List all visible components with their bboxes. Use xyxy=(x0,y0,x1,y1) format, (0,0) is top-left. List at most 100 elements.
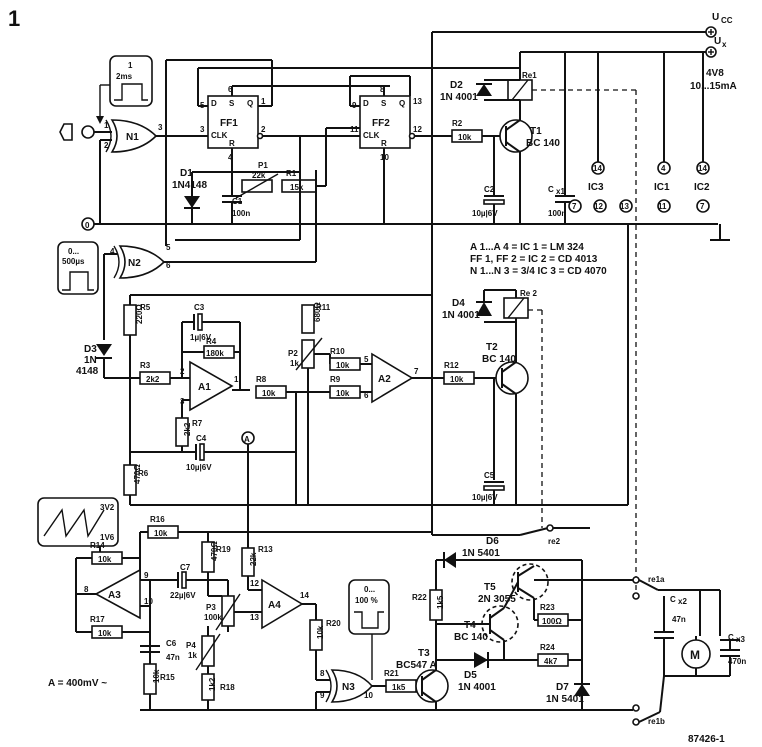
ucc-label: U xyxy=(712,12,719,23)
svg-text:C7: C7 xyxy=(180,563,191,572)
svg-text:M: M xyxy=(690,648,700,662)
diode-d5 xyxy=(474,652,488,668)
svg-text:1N4148: 1N4148 xyxy=(172,180,207,191)
svg-text:14: 14 xyxy=(698,164,707,173)
svg-text:13: 13 xyxy=(413,97,422,106)
svg-text:A: A xyxy=(244,435,250,444)
svg-text:13: 13 xyxy=(620,202,629,211)
gnd-pin-7b xyxy=(696,199,710,213)
svg-text:4: 4 xyxy=(110,247,115,256)
svg-text:x1: x1 xyxy=(556,187,565,196)
svg-text:R21: R21 xyxy=(384,669,399,678)
svg-text:R16: R16 xyxy=(150,515,165,524)
svg-text:4k7: 4k7 xyxy=(544,657,558,666)
svg-text:1k: 1k xyxy=(290,359,299,368)
svg-text:C: C xyxy=(728,633,734,642)
svg-text:22k: 22k xyxy=(252,171,266,180)
svg-text:2: 2 xyxy=(261,125,266,134)
svg-text:11: 11 xyxy=(350,125,359,134)
svg-text:R23: R23 xyxy=(540,603,555,612)
svg-text:470Ω: 470Ω xyxy=(133,464,142,484)
svg-text:1N 4001: 1N 4001 xyxy=(442,310,480,321)
xor-gate-n1 xyxy=(110,119,158,153)
sawtooth-waveform xyxy=(43,508,105,538)
svg-text:100Ω: 100Ω xyxy=(542,617,562,626)
ic2-vcc-pin xyxy=(696,161,710,175)
svg-text:6: 6 xyxy=(364,391,369,400)
svg-text:re1b: re1b xyxy=(648,717,665,726)
pulse-waveform-top xyxy=(114,83,148,101)
svg-text:10k: 10k xyxy=(316,625,325,639)
svg-text:10: 10 xyxy=(364,691,373,700)
diode-d6 xyxy=(444,552,456,568)
svg-text:10µ|6V: 10µ|6V xyxy=(472,493,498,502)
resistor-r7 xyxy=(175,417,189,447)
svg-text:A1: A1 xyxy=(198,382,211,393)
svg-text:5: 5 xyxy=(364,355,369,364)
svg-text:Re 2: Re 2 xyxy=(520,289,537,298)
svg-text:1: 1 xyxy=(128,61,133,70)
svg-text:1: 1 xyxy=(261,97,266,106)
svg-text:R22: R22 xyxy=(412,593,427,602)
relay-contact-re1b xyxy=(632,704,640,712)
resistor-r5 xyxy=(123,304,137,336)
svg-text:BC 140: BC 140 xyxy=(526,138,560,149)
legend-line-1: A 1...A 4 = IC 1 = LM 324 xyxy=(470,242,584,253)
supply-voltage: 4V8 xyxy=(706,68,724,79)
svg-text:P3: P3 xyxy=(206,603,216,612)
svg-text:N3: N3 xyxy=(342,682,355,693)
svg-text:D6: D6 xyxy=(486,536,499,547)
sawtooth-inset xyxy=(37,497,119,547)
svg-text:10k: 10k xyxy=(152,669,161,683)
svg-text:IC2: IC2 xyxy=(694,182,710,193)
svg-text:10k: 10k xyxy=(98,629,112,638)
svg-text:C3: C3 xyxy=(194,303,205,312)
pulse-inset-right xyxy=(348,579,390,635)
input-connector-icon xyxy=(59,123,73,141)
svg-text:R20: R20 xyxy=(326,619,341,628)
svg-text:1k: 1k xyxy=(188,651,197,660)
svg-text:R5: R5 xyxy=(140,303,151,312)
opamp-a3 xyxy=(94,568,141,620)
svg-text:1k5: 1k5 xyxy=(392,683,406,692)
gnd-pin-7a xyxy=(568,199,582,213)
svg-text:6: 6 xyxy=(166,261,171,270)
svg-text:BC 140: BC 140 xyxy=(454,632,488,643)
legend-line-2: FF 1, FF 2 = IC 2 = CD 4013 xyxy=(470,254,598,265)
svg-text:1: 1 xyxy=(234,375,239,384)
svg-text:R3: R3 xyxy=(140,361,151,370)
resistor-r22 xyxy=(429,589,443,621)
svg-text:R: R xyxy=(381,139,387,148)
potentiometer-p2 xyxy=(301,339,315,369)
svg-text:47n: 47n xyxy=(166,653,180,662)
svg-text:C2: C2 xyxy=(484,185,495,194)
svg-text:10k: 10k xyxy=(450,375,464,384)
svg-text:1N 5401: 1N 5401 xyxy=(546,694,584,705)
svg-text:R14: R14 xyxy=(90,541,105,550)
svg-text:10µ|6V: 10µ|6V xyxy=(186,463,212,472)
svg-text:T1: T1 xyxy=(530,126,542,137)
svg-text:2ms: 2ms xyxy=(116,72,133,81)
svg-text:100n: 100n xyxy=(548,209,566,218)
svg-text:R17: R17 xyxy=(90,615,105,624)
opamp-a4 xyxy=(261,578,304,630)
svg-text:100n: 100n xyxy=(232,209,250,218)
svg-text:R4: R4 xyxy=(206,337,217,346)
svg-text:2k2: 2k2 xyxy=(183,422,192,436)
relay-contact-re2 xyxy=(519,527,549,536)
svg-text:IC3: IC3 xyxy=(588,182,604,193)
svg-text:3: 3 xyxy=(158,123,163,132)
svg-text:P1: P1 xyxy=(258,161,268,170)
svg-text:P4: P4 xyxy=(186,641,196,650)
svg-text:3: 3 xyxy=(200,125,205,134)
svg-text:CC: CC xyxy=(721,16,733,25)
svg-text:1k5: 1k5 xyxy=(436,595,445,609)
svg-text:8: 8 xyxy=(320,669,325,678)
svg-text:FF2: FF2 xyxy=(372,118,390,129)
svg-text:T2: T2 xyxy=(486,342,498,353)
svg-text:T4: T4 xyxy=(464,620,476,631)
svg-text:0...: 0... xyxy=(68,247,79,256)
svg-text:10k: 10k xyxy=(336,389,350,398)
svg-text:2N 3055: 2N 3055 xyxy=(478,594,516,605)
